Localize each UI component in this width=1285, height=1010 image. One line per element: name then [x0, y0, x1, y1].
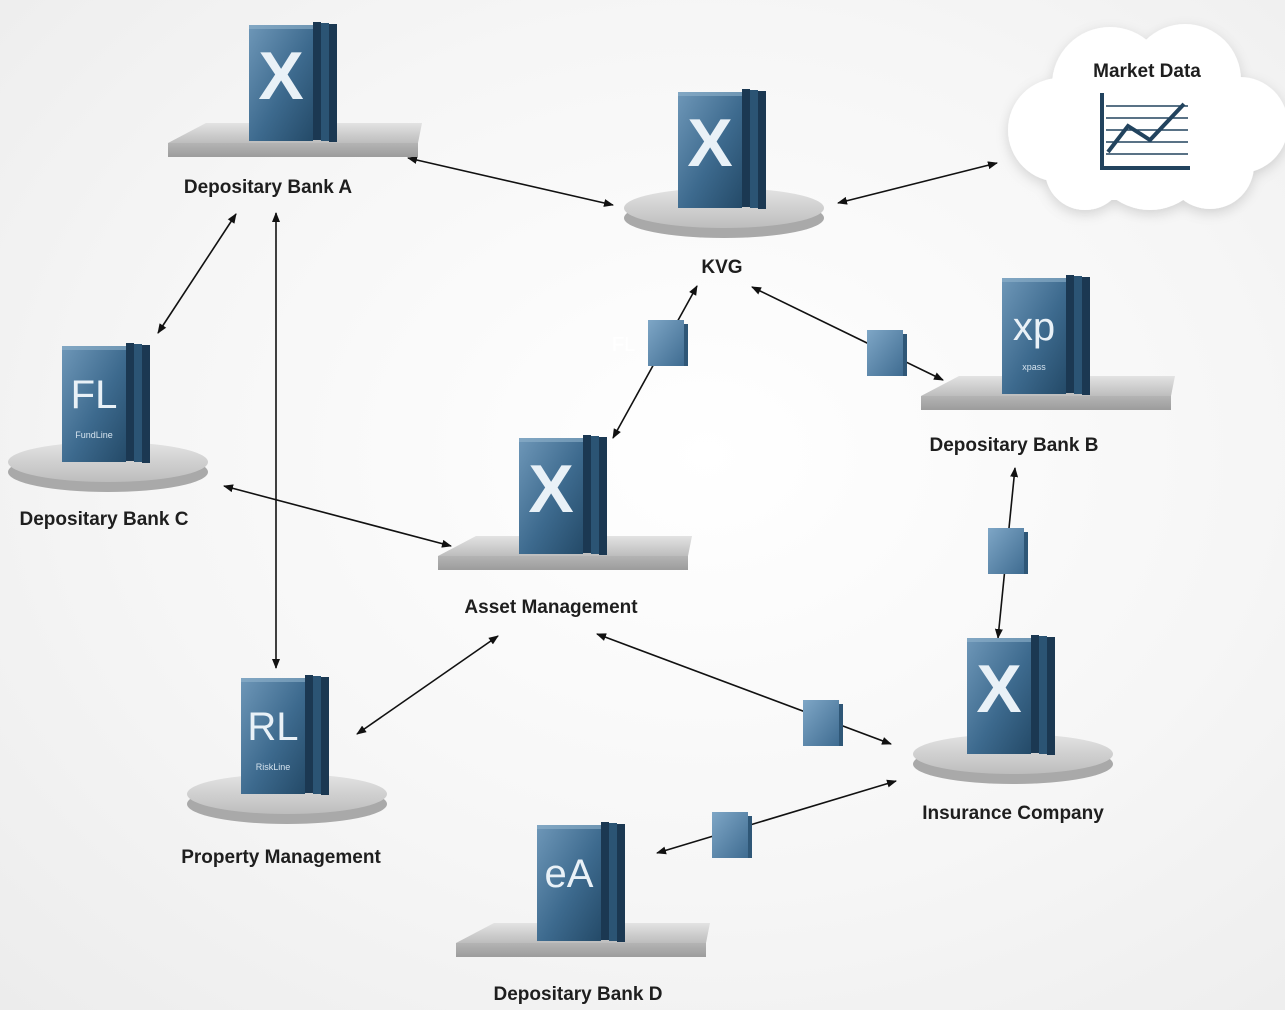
server-depositary-bank-d: eA [456, 822, 710, 957]
arrow-asset-insurance [596, 633, 892, 745]
server-property-management: RL RiskLine [187, 675, 387, 824]
label-property-management: Property Management [181, 847, 381, 868]
label-depositary-bank-a: Depositary Bank A [183, 177, 353, 198]
logo-property-management: RL [247, 705, 298, 749]
server-depositary-bank-a: X [168, 22, 422, 157]
sublabel-property-management: RiskLine [256, 762, 291, 772]
line-chart-icon [1100, 93, 1190, 170]
label-depositary-bank-d: Depositary Bank D [493, 984, 663, 1005]
block-bankB-insurance [988, 528, 1028, 574]
label-market-data: Market Data [1093, 61, 1201, 82]
logo-kvg: X [687, 105, 732, 181]
logo-depositary-bank-d: eA [545, 852, 594, 896]
server-depositary-bank-b: xp xpass [921, 275, 1175, 410]
server-depositary-bank-c: FL FundLine [8, 343, 208, 492]
label-depositary-bank-b: Depositary Bank B [929, 435, 1099, 456]
connector-tag-fl: FL [612, 334, 636, 356]
logo-insurance-company: X [976, 651, 1021, 727]
block-asset-insurance [803, 700, 843, 746]
market-data-cloud [1008, 24, 1285, 210]
label-depositary-bank-c: Depositary Bank C [19, 509, 189, 530]
logo-depositary-bank-a: X [258, 38, 303, 114]
label-asset-management: Asset Management [464, 597, 638, 618]
arrow-property-asset [356, 635, 499, 735]
arrow-bankD-insurance [656, 779, 897, 855]
block-kvg-bankB [867, 330, 907, 376]
logo-depositary-bank-c: FL [71, 373, 118, 417]
block-kvg-asset [648, 320, 688, 366]
arrow-bankC-asset [223, 484, 452, 548]
server-asset-management: X [438, 435, 692, 570]
label-insurance-company: Insurance Company [922, 803, 1104, 824]
logo-asset-management: X [528, 451, 573, 527]
arrow-bankA-bankC [157, 213, 237, 334]
sublabel-depositary-bank-c: FundLine [75, 430, 113, 440]
server-kvg: X [624, 89, 824, 238]
label-kvg: KVG [701, 257, 743, 278]
arrow-bankA-kvg [407, 156, 614, 207]
sublabel-depositary-bank-b: xpass [1022, 362, 1046, 372]
server-insurance-company: X [913, 635, 1113, 784]
block-bankD-insurance [712, 812, 752, 858]
arrow-kvg-bankB [751, 286, 944, 381]
arrow-kvg-marketdata [837, 161, 998, 205]
logo-depositary-bank-b: xp [1013, 305, 1055, 349]
transfer-blocks [648, 320, 1028, 858]
